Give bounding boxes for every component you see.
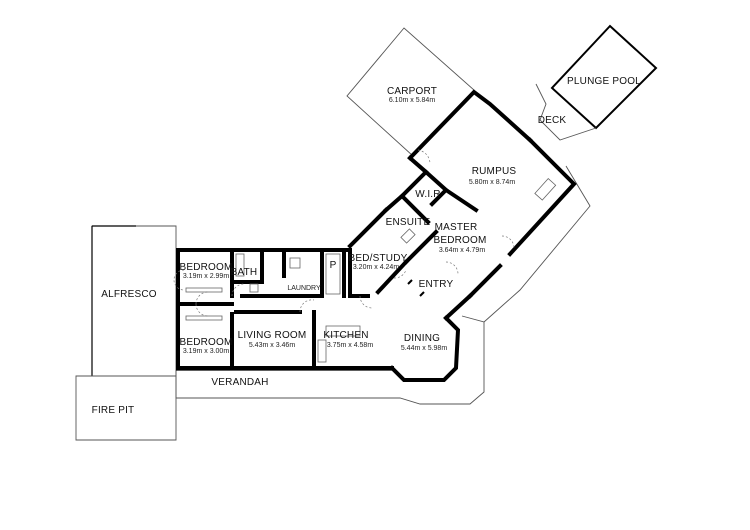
dining-label: DINING — [404, 333, 440, 344]
entry-label: ENTRY — [419, 279, 454, 290]
kitchen-island — [325, 325, 361, 337]
door-swing — [231, 283, 245, 297]
bath-label: BATH — [231, 267, 258, 278]
master-bedroom-dims: 3.64m x 4.79m — [439, 247, 485, 254]
door-swing — [299, 299, 315, 313]
bedroom-1-dims: 3.19m x 2.99m — [183, 273, 229, 280]
alfresco-label: ALFRESCO — [101, 289, 157, 300]
bedroom-2-label: BEDROOM — [179, 337, 232, 348]
fire-pit-outline — [75, 375, 177, 441]
wir-label: W.I.R — [415, 189, 440, 200]
kitchen-dims: 3.75m x 4.58m — [327, 342, 373, 349]
living-room-label: LIVING ROOM — [238, 330, 307, 341]
entry-wall — [443, 293, 473, 321]
laundry-label: LAUNDRY — [287, 285, 321, 292]
master-left-wall — [403, 229, 439, 265]
alfresco-outline — [91, 225, 177, 377]
wardrobe — [185, 287, 223, 293]
deck-label: DECK — [538, 115, 567, 126]
study-top-wall — [347, 207, 389, 249]
door-swing — [445, 261, 459, 275]
master-top-wall — [443, 187, 479, 213]
left-wing-wall — [176, 248, 312, 370]
wir-wall — [399, 169, 449, 207]
laundry-tub — [289, 257, 301, 269]
deck-outline — [535, 83, 597, 141]
toilet — [249, 283, 259, 293]
study-right-wall — [375, 259, 409, 295]
entry-dash — [407, 279, 413, 285]
rumpus-right-wall — [507, 137, 577, 257]
carport-label: CARPORT — [387, 86, 437, 97]
carport-rumpus-wall — [407, 155, 429, 175]
rumpus-top-wall — [407, 89, 533, 161]
bed-study-label: BED/STUDY — [348, 253, 407, 264]
master-bedroom-label: BEDROOM — [433, 235, 486, 246]
fire-pit-label: FIRE PIT — [92, 405, 135, 416]
door-swing — [359, 295, 373, 309]
master-bedroom-label: MASTER — [435, 222, 478, 233]
door-swing — [501, 235, 515, 249]
ensuite-vanity — [400, 228, 416, 244]
rumpus-lower-wall — [467, 263, 503, 299]
bedroom-2-dims: 3.19m x 3.00m — [183, 348, 229, 355]
kitchen-bench — [317, 339, 327, 363]
entry-dash-2 — [419, 291, 425, 297]
carport-dims: 6.10m x 5.84m — [389, 97, 435, 104]
rumpus-bench — [534, 177, 557, 201]
kitchen-label: KITCHEN — [323, 330, 368, 341]
bedroom-1-label: BEDROOM — [179, 262, 232, 273]
rumpus-outer-path — [483, 165, 591, 323]
ensuite-label: ENSUITE — [386, 217, 431, 228]
dining-bay-wall — [389, 315, 461, 382]
rumpus-dims: 5.80m x 8.74m — [469, 179, 515, 186]
living-room-dims: 5.43m x 3.46m — [249, 342, 295, 349]
bath-tub — [235, 253, 245, 277]
door-swing — [417, 149, 431, 165]
plunge-pool-label: PLUNGE POOL — [567, 76, 641, 87]
pantry-shelf — [325, 253, 341, 295]
bed-study-dims: 3.20m x 4.24m — [353, 264, 399, 271]
wardrobe — [185, 315, 223, 321]
dining-dims: 5.44m x 5.98m — [401, 345, 447, 352]
verandah-label: VERANDAH — [211, 377, 268, 388]
pantry-label: P — [330, 260, 337, 271]
verandah-outline — [175, 315, 485, 405]
rumpus-label: RUMPUS — [472, 166, 517, 177]
door-swing — [393, 269, 407, 279]
study-wall — [348, 248, 370, 298]
